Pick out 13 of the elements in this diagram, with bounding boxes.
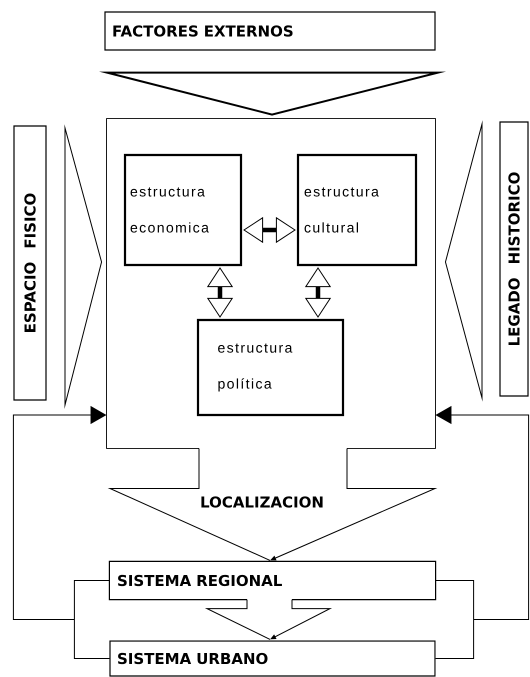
system-frame — [106, 118, 436, 449]
structure-box: estructura economica — [124, 154, 242, 266]
structure-box: estructura política — [196, 318, 344, 416]
heading-box: LEGADO HISTORICO — [499, 121, 529, 397]
edge-label: LOCALIZACION — [199, 495, 325, 509]
block-arrow — [108, 448, 438, 561]
heading-box: FACTORES EXTERNOS — [104, 11, 436, 51]
heading-box: SISTEMA REGIONAL — [108, 560, 436, 600]
structure-box: estructura cultural — [296, 154, 418, 266]
heading-box: ESPACIO FISICO — [13, 125, 47, 401]
block-arrow — [204, 599, 332, 640]
heading-box: SISTEMA URBANO — [109, 640, 436, 677]
feedback-arrow — [12, 406, 110, 659]
